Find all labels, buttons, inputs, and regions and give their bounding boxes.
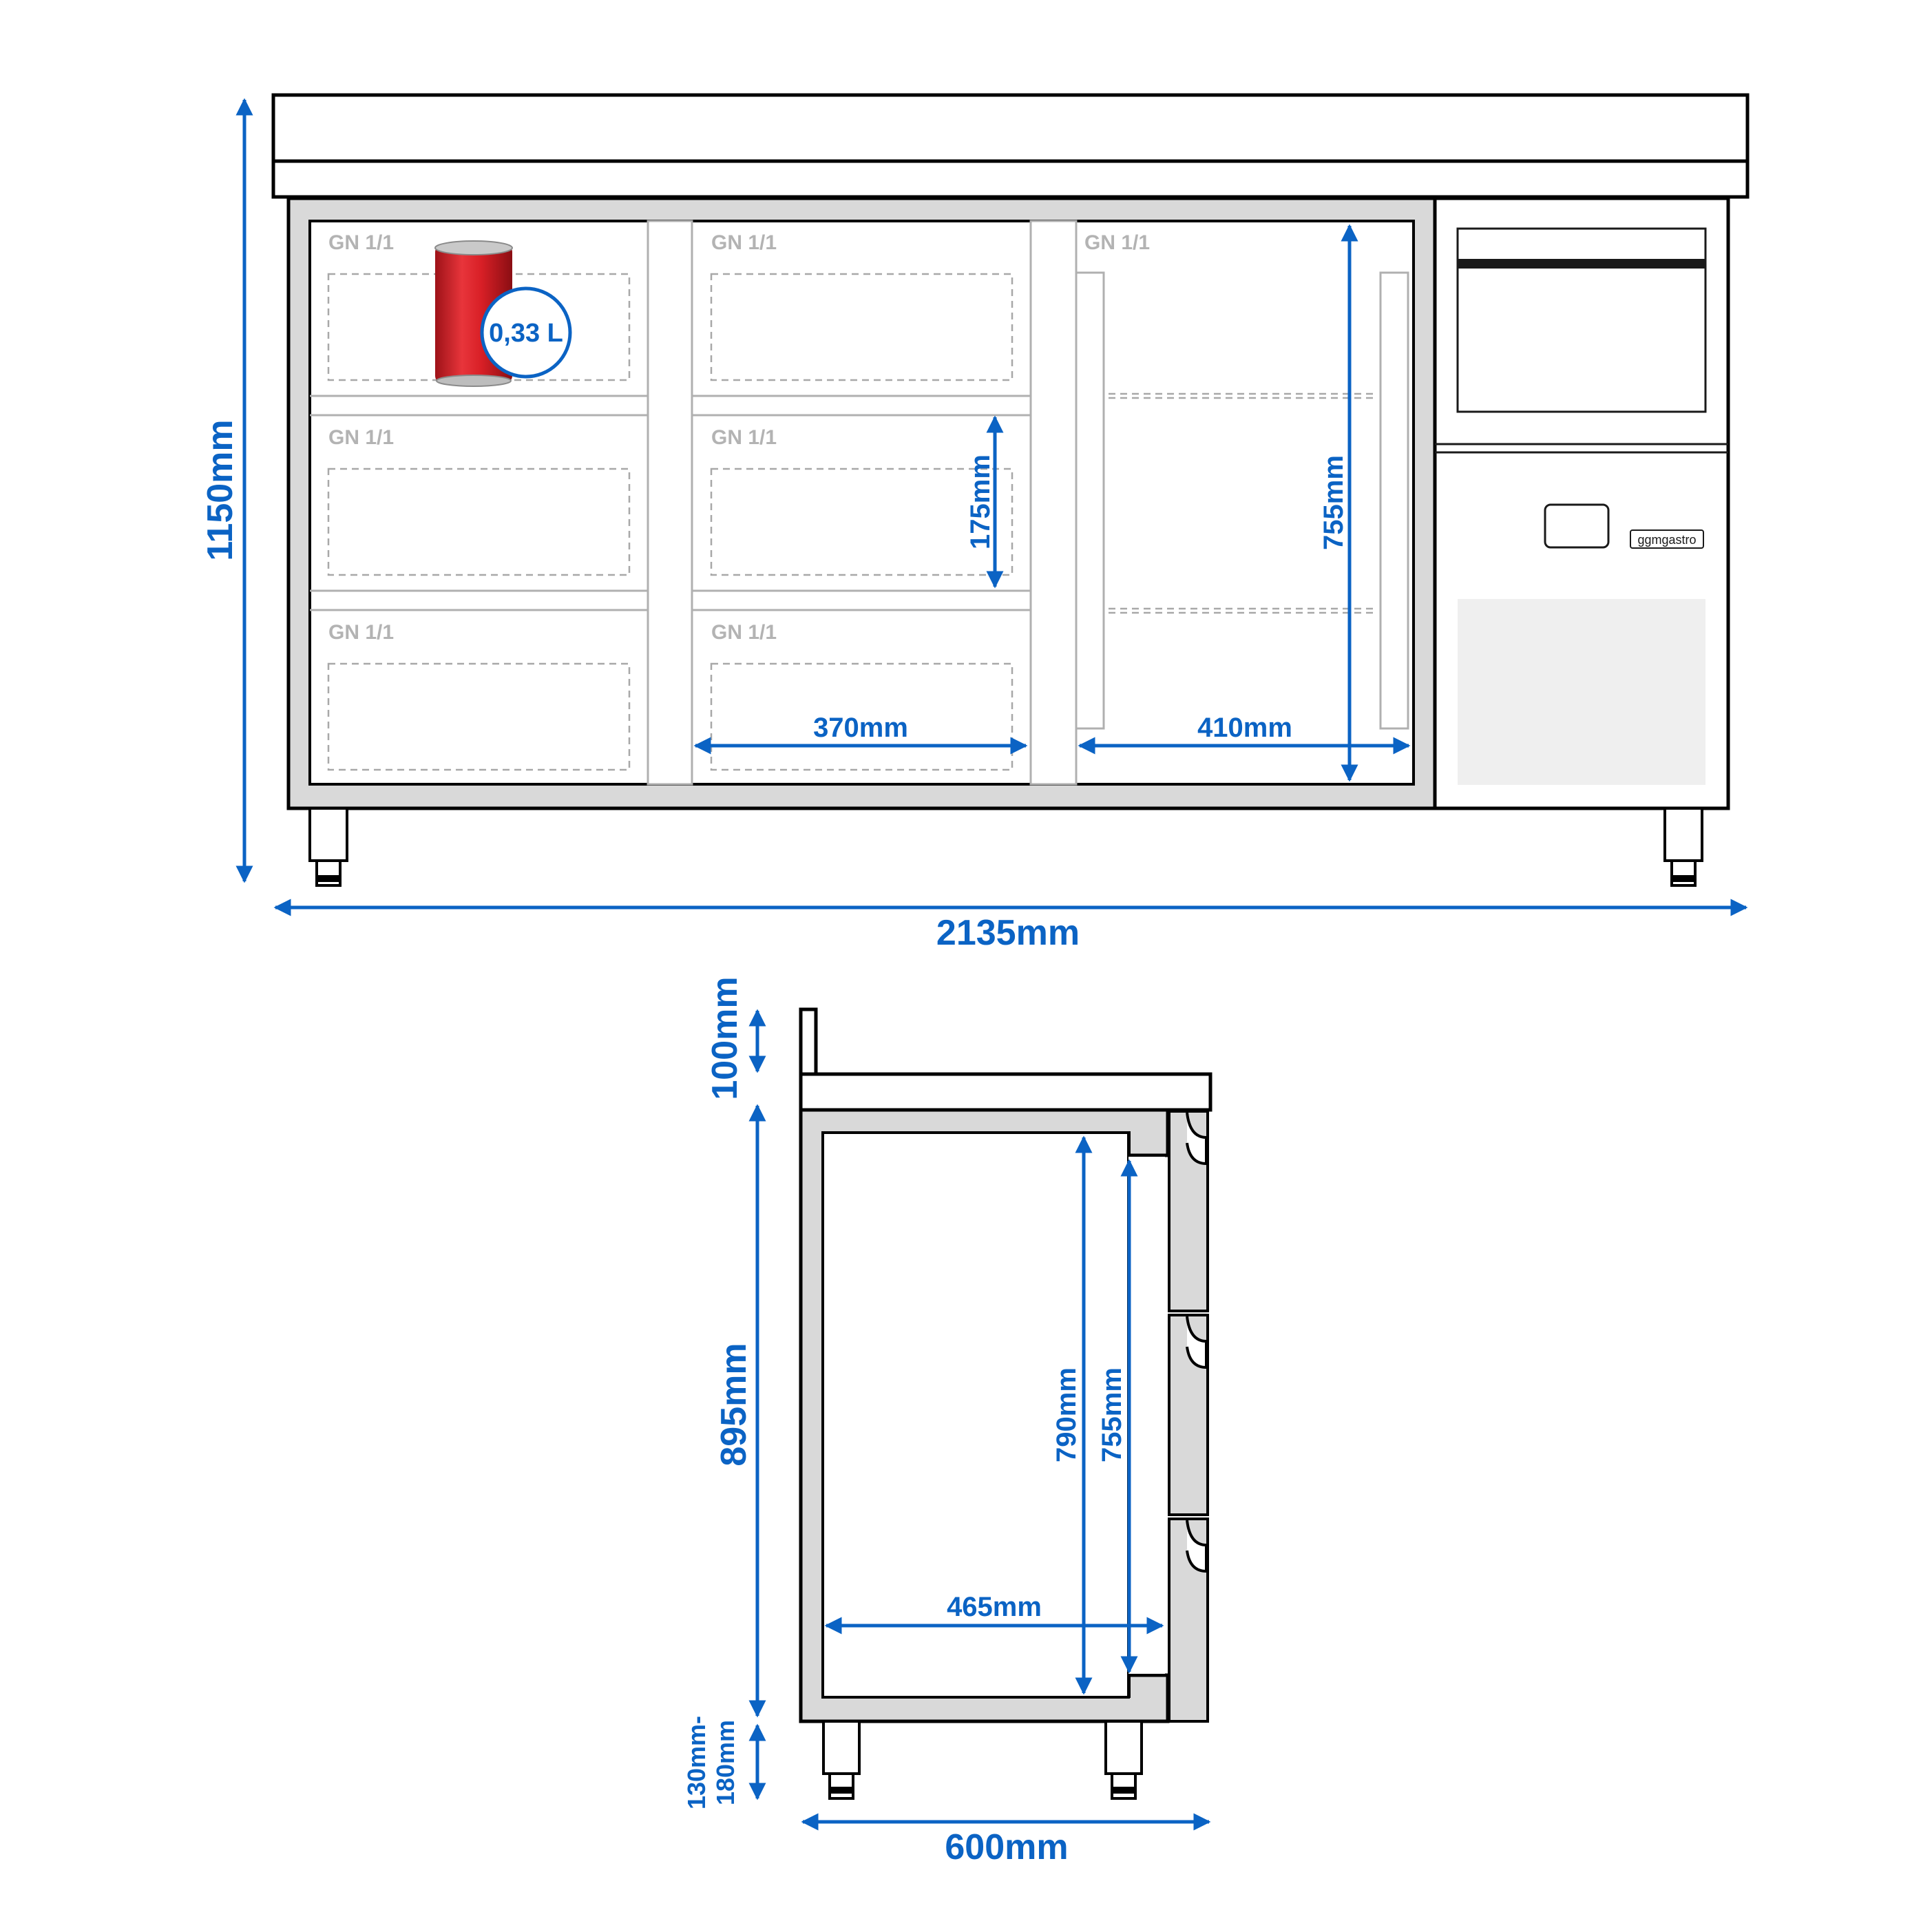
dim-width-label: 2135mm: [936, 913, 1080, 953]
side-leg-right: [1104, 1720, 1143, 1800]
dim-height-label: 1150mm: [200, 419, 240, 560]
dim-backsplash-label: 100mm: [705, 976, 745, 1100]
compartment-label: GN 1/1: [328, 621, 394, 644]
gn-container-1: [327, 273, 631, 381]
gn-container-6: [710, 662, 1014, 771]
volume-badge: [480, 286, 572, 379]
machine-upper-panel: [1456, 227, 1707, 413]
gn-container-5: [710, 468, 1014, 576]
compartment-label: GN 1/1: [328, 426, 394, 449]
brand-plate: [1630, 529, 1704, 549]
dim-door-height-label: 755mm: [1319, 455, 1349, 550]
dim-body-height-label: 895mm: [714, 1343, 754, 1466]
front-worktop-backsplash: [271, 93, 1750, 163]
door-rail-right: [1379, 271, 1409, 730]
compartment-label: GN 1/1: [328, 231, 394, 254]
front-leg-right: [1663, 807, 1703, 887]
compartment-label: GN 1/1: [1084, 231, 1150, 254]
can-volume-label: 0,33 L: [489, 319, 563, 348]
door-rail-left: [1075, 271, 1105, 730]
dim-leg-height-label-2: 180mm: [711, 1720, 739, 1805]
column-divider-2: [1029, 220, 1078, 786]
dim-inner-height-b-label: 755mm: [1097, 1367, 1127, 1462]
gn-container-2: [327, 468, 631, 576]
compartment-label: GN 1/1: [711, 621, 777, 644]
dim-inner-height-a-label: 790mm: [1051, 1367, 1082, 1462]
dim-depth-label: 600mm: [945, 1827, 1068, 1867]
compartment-label: GN 1/1: [711, 426, 777, 449]
front-worktop: [271, 159, 1750, 199]
brand-label: ggmgastro: [1637, 533, 1696, 547]
column-divider-1: [647, 220, 693, 786]
front-leg-left: [308, 807, 348, 887]
dim-inner-width-label: 465mm: [947, 1592, 1042, 1622]
dim-leg-height-label-1: 130mm-: [682, 1716, 711, 1809]
compartment-label: GN 1/1: [711, 231, 777, 254]
side-drawer-3[interactable]: [1168, 1518, 1209, 1723]
gn-container-4: [710, 273, 1014, 381]
gn-container-3: [327, 662, 631, 771]
dim-drawer-height-label: 175mm: [965, 454, 996, 549]
side-leg-left: [822, 1720, 861, 1800]
side-drawer-1[interactable]: [1168, 1110, 1209, 1312]
ventilation-grille: [1458, 599, 1705, 785]
side-drawer-2[interactable]: [1168, 1314, 1209, 1516]
front-view: GN 1/1 GN 1/1 GN 1/1 GN 1/1 GN 1/1 GN 1/…: [200, 93, 1750, 953]
side-view: 100mm 895mm 130mm- 180mm 600mm 465mm 790…: [682, 976, 1212, 1867]
display-icon: [1544, 503, 1610, 549]
dim-door-width-label: 410mm: [1197, 713, 1292, 743]
side-backsplash: [799, 1007, 818, 1076]
dim-drawer-width-label: 370mm: [813, 713, 908, 743]
side-worktop: [799, 1072, 1212, 1112]
